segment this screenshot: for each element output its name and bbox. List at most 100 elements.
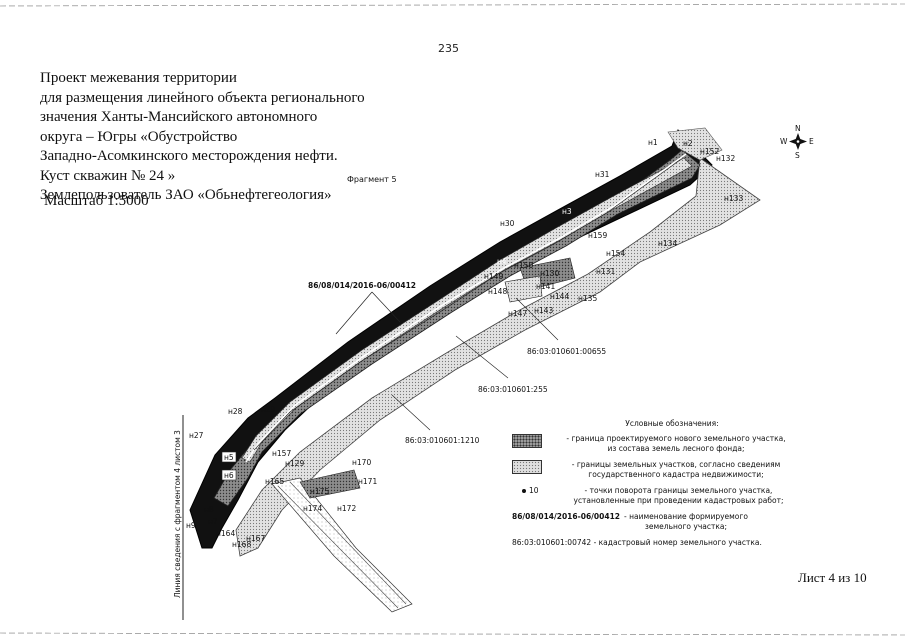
scale-label: Масштаб 1:5000 [44,193,149,209]
cadastral-label: 86:03:010601:255 [478,385,548,394]
compass-w: W [780,137,788,146]
title-line: значения Ханты-Мансийского автономного [40,109,318,125]
point-label: н8 [204,505,214,514]
point-label: н132 [716,154,735,163]
point-label: н2 [683,139,693,148]
legend-row-new-parcel: - граница проектируемого нового земельно… [512,434,802,454]
crossing-road [271,477,413,613]
legend-text: - граница проектируемого нового земельно… [566,434,786,453]
point-label: н172 [337,504,356,513]
block-141 [504,275,543,303]
point-label: н5 [224,453,234,462]
cadastral-band [235,157,761,557]
title-line: для размещения линейного объекта региона… [40,89,365,106]
point-label: н135 [578,294,597,303]
point-label: н159 [588,231,607,240]
map-title: Проект межевания территории для размещен… [40,69,365,206]
compass-rose: N S E W [780,124,814,160]
leader-line [515,297,559,341]
title-line: Куст скважин № 24 » [40,167,176,184]
turning-point-dot [522,489,526,493]
point-label: н7 [208,517,218,526]
point-label: н4 [497,257,507,266]
road-line-1 [277,485,399,609]
legend: Условные обозначения: - граница проектир… [512,419,802,554]
sheet-number: Лист 4 из 10 [798,570,867,585]
corridor-inner [241,157,693,463]
parcel-name-example: 86/08/014/2016-06/00412 [512,512,621,521]
point-labels: н1 н2 н152 н132 н31 н133 н3 н30 н159 н13… [186,138,743,549]
cadastral-label: 86:03:010601:1210 [405,436,480,445]
side-note: Линия сведения с фрагментом 4 листом 3 [173,430,182,598]
leader-line [455,335,509,379]
scan-edge-top [0,3,905,7]
point-label: н133 [724,194,743,203]
point-label: н27 [189,431,204,440]
point-label: н167 [246,534,265,543]
point-label: н144 [550,292,569,301]
point-label: н9 [186,521,196,530]
point-label: н6 [224,471,234,480]
point-label: н130 [540,269,559,278]
leader-line [335,291,373,335]
legend-text: - кадастровый номер земельного участка. [593,538,762,547]
point-label: н3 [562,207,572,216]
compass-n: N [795,124,801,133]
point-label: н150 [514,261,533,270]
point-label: н148 [488,287,507,296]
point-label: н129 [285,459,304,468]
block-5 [221,451,237,463]
point-label: н165 [265,477,284,486]
legend-row-cadastral-number: 86:03:010601:00742 - кадастровый номер з… [512,538,802,548]
block-171 [299,469,361,499]
point-label: н134 [658,239,677,248]
title-line: Проект межевания территории [40,70,237,86]
legend-text: - точки поворота границы земельного учас… [573,486,784,505]
legend-row-parcel-name: 86/08/014/2016-06/00412 - наименование ф… [512,512,802,532]
point-label: н152 [700,147,719,156]
compass-s: S [795,151,800,160]
corridor-centerline [245,153,687,463]
point-label: н1 [648,138,658,147]
legend-text: - границы земельных участков, согласно с… [571,460,781,479]
fragment-label: Фрагмент 5 [347,175,397,184]
point-label: н30 [500,219,515,228]
legend-row-cadastral: - границы земельных участков, согласно с… [512,460,802,480]
point-label: н154 [606,249,625,258]
title-line: Землепользователь ЗАО «Обьнефтегеология» [40,187,332,203]
top-patch [667,127,723,161]
parcel-label: 86/08/014/2016-06/00412 [308,281,416,290]
legend-text: - наименование формируемого земельного у… [624,512,748,531]
legend-row-points: 10 - точки поворота границы земельного у… [512,486,802,506]
page-number: 235 [438,42,459,55]
new-parcel-swatch [512,434,542,448]
point-label: н141 [536,282,555,291]
point-label: н171 [358,477,377,486]
point-label: н28 [228,407,243,416]
point-label: н147 [508,309,527,318]
point-label: н164 [216,529,235,538]
point-label: н157 [272,449,291,458]
cadastral-number-example: 86:03:010601:00742 [512,538,592,547]
point-number-example: 10 [529,486,539,495]
corridor-edge [253,159,681,451]
point-label: н29 [261,405,276,414]
scan-edge-bottom [0,632,905,636]
road-line-2 [289,481,407,605]
point-label: н175 [310,487,329,496]
point-label: н31 [595,170,610,179]
cadastral-swatch [512,460,542,474]
block-6 [221,469,237,481]
point-label: н174 [303,504,322,513]
leader-line [371,291,401,323]
point-label: н149 [484,272,503,281]
compass-e: E [809,137,814,146]
title-line: Западно-Асомкинского месторождения нефти… [40,148,338,164]
point-label: н143 [534,306,553,315]
title-line: округа – Югры «Обустройство [40,128,238,145]
point-label: н168 [232,540,251,549]
leader-line [391,394,431,431]
point-label: н170 [352,458,371,467]
